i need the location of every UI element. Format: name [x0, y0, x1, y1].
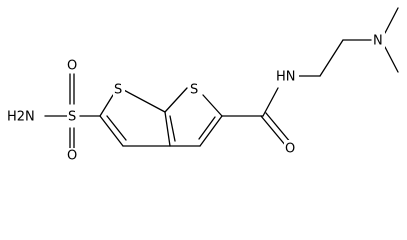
bond-n-methyl-up: [384, 7, 399, 34]
bond-c6a-sring-right: [164, 87, 188, 113]
bond-carbonyl-c-o-b: [265, 112, 292, 144]
atom-ring-s-left-label: S: [114, 83, 122, 98]
atom-amine-n-label: N: [373, 34, 383, 49]
bond-carbonyl-c-nh: [262, 87, 279, 117]
atom-ring-s-right-label: S: [190, 83, 198, 98]
atom-amide-nh-label: HN: [276, 70, 296, 85]
bond-sring-left-c6a: [119, 87, 166, 113]
bond-carbonyl-c-o-a: [260, 115, 287, 147]
bond-c3a-c6a-inner: [169, 115, 176, 142]
bond-sring-right-c2: [202, 94, 223, 117]
bond-c3-c2: [199, 115, 223, 147]
atom-labels: H2N S O O S S HN N O: [6, 32, 385, 163]
bond-c5-c4: [99, 115, 124, 147]
atom-sulfonyl-o-bottom-label: O: [67, 149, 77, 164]
bonds: [44, 7, 399, 149]
bond-c5-sring-left: [99, 94, 114, 117]
bond-ch2-ch2: [319, 39, 344, 77]
atom-sulfonyl-o-top-label: O: [67, 59, 77, 74]
atom-nh2-label: H2N: [7, 110, 35, 125]
structure-diagram: H2N S O O S S HN N O: [6, 7, 399, 163]
molecule-canvas: H2N S O O S S HN N O: [6, 7, 399, 163]
bond-c3-c2-inner: [198, 116, 216, 140]
bond-c5-c4-inner: [106, 115, 127, 141]
bond-c3a-c6a: [164, 111, 171, 147]
atom-sulfonyl-s-label: S: [68, 110, 76, 125]
bond-n-methyl-down: [384, 46, 399, 73]
atom-carbonyl-o-label: O: [285, 142, 295, 157]
